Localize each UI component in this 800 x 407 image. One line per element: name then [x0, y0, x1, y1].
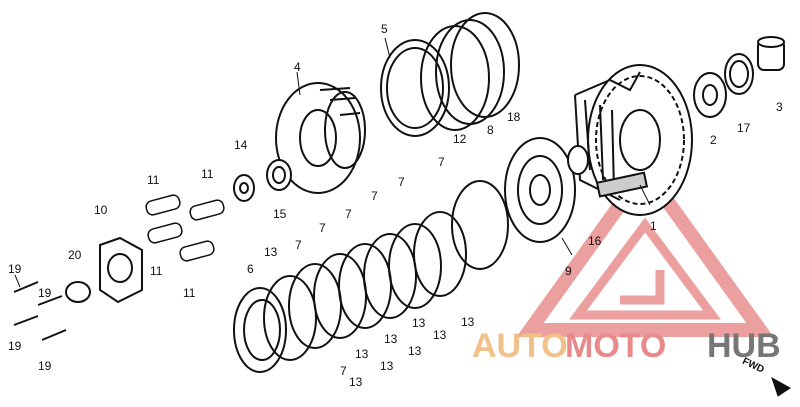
washer-and-nut	[233, 159, 292, 202]
callout-7b: 7	[319, 221, 326, 235]
callout-19d: 19	[38, 359, 52, 373]
callout-12: 12	[453, 132, 467, 146]
callout-10: 10	[94, 203, 108, 217]
callout-15: 15	[273, 207, 287, 221]
callout-7e: 7	[398, 175, 405, 189]
callout-7c: 7	[345, 207, 352, 221]
callout-13c: 13	[380, 359, 394, 373]
watermark-auto: AUTO	[472, 327, 568, 365]
fwd-arrow-icon	[771, 376, 791, 397]
callout-13g: 13	[412, 316, 426, 330]
friction-disc-stack	[233, 180, 509, 373]
lifter-plate-and-bolts	[13, 236, 143, 341]
callout-2: 2	[710, 133, 717, 147]
callout-13b: 13	[349, 375, 363, 389]
callout-13a: 13	[264, 245, 278, 259]
callout-13i: 13	[355, 347, 369, 361]
callout-19b: 19	[38, 286, 52, 300]
callout-18: 18	[507, 110, 521, 124]
callout-13d: 13	[408, 344, 422, 358]
callout-7d: 7	[371, 189, 378, 203]
callout-16: 16	[588, 234, 602, 248]
callout-7a: 7	[295, 238, 302, 252]
callout-19c: 19	[8, 339, 22, 353]
callout-11b: 11	[201, 167, 214, 181]
upper-plate-stack	[380, 12, 520, 137]
callout-5: 5	[381, 22, 388, 36]
pressure-plate	[504, 137, 589, 243]
callout-6: 6	[247, 262, 254, 276]
callout-labels: 1 2 3 4 5 6 7 7 7 7 7 7 7 8 9 10 11 11 1…	[8, 22, 783, 389]
callout-11d: 11	[183, 286, 196, 300]
callout-14: 14	[234, 138, 248, 152]
callout-17: 17	[737, 121, 751, 135]
callout-20: 20	[68, 248, 82, 262]
callout-9: 9	[565, 264, 572, 278]
callout-8: 8	[487, 123, 494, 137]
watermark-text: AUTO MOTO HUB	[472, 327, 781, 365]
watermark-hub: HUB	[707, 327, 781, 365]
clutch-center-hub	[275, 82, 366, 194]
callout-7f: 7	[438, 155, 445, 169]
callout-19a: 19	[8, 262, 22, 276]
callout-1: 1	[650, 219, 657, 233]
leader-lines	[14, 37, 651, 288]
clutch-outer-housing	[574, 64, 693, 216]
watermark-triangle-logo	[516, 158, 774, 337]
callout-4: 4	[294, 60, 301, 74]
callout-13e: 13	[433, 328, 447, 342]
callout-3: 3	[776, 100, 783, 114]
callout-11c: 11	[150, 264, 163, 278]
callout-13h: 13	[384, 332, 398, 346]
callout-13f: 13	[461, 315, 475, 329]
bushing-and-collar-parts	[693, 36, 785, 118]
watermark-moto: MOTO	[565, 327, 666, 365]
callout-11a: 11	[147, 173, 160, 187]
clutch-springs	[145, 194, 225, 262]
callout-7g: 7	[340, 364, 347, 378]
